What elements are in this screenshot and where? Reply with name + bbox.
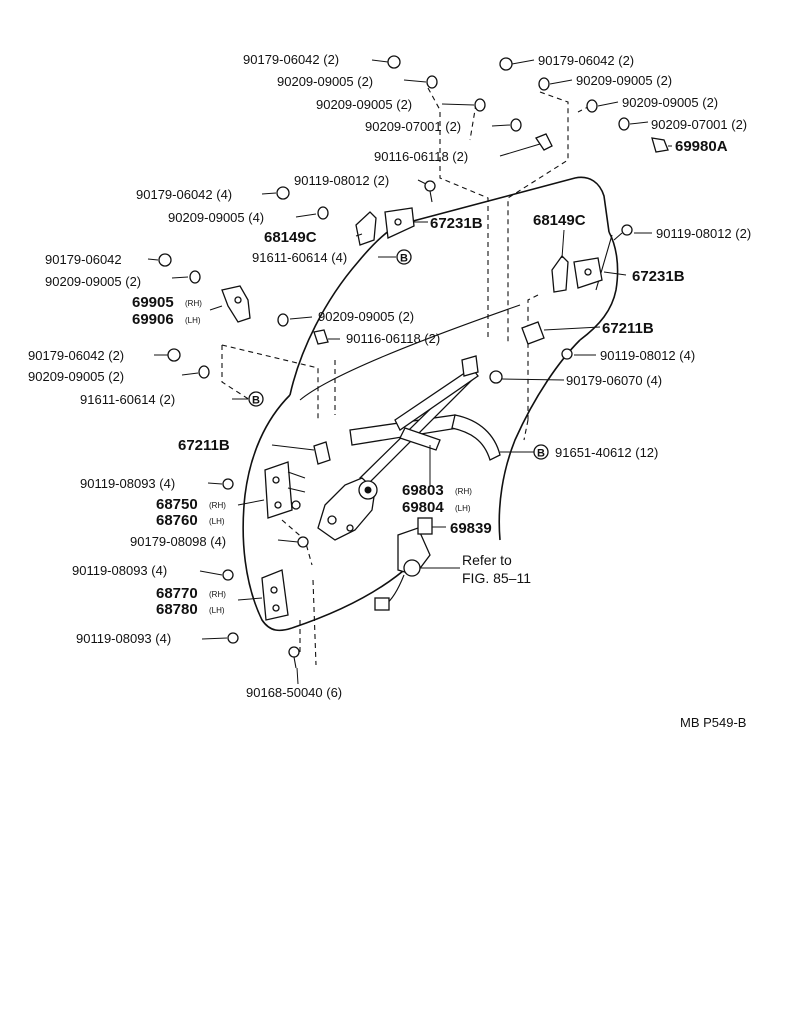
- part-label: 69803: [402, 482, 444, 499]
- part-label: 90179-06042 (4): [136, 187, 232, 202]
- part-label: 90179-06042 (2): [538, 53, 634, 68]
- part-label: 67231B: [430, 215, 483, 232]
- part-label: 90116-06118 (2): [346, 331, 440, 346]
- part-label: 67211B: [602, 320, 654, 337]
- callout-letter: B: [537, 448, 545, 460]
- part-label: 67211B: [178, 437, 230, 454]
- upper-hinge: [264, 461, 306, 519]
- part-label: 90179-08098 (4): [130, 534, 226, 549]
- part-label: 90209-09005 (2): [28, 369, 124, 384]
- part-label: 90119-08093 (4): [76, 631, 171, 646]
- part-label: 69980A: [675, 138, 728, 155]
- reference-note: FIG. 85–11: [462, 570, 531, 586]
- stopper-left: [313, 441, 331, 465]
- leader-lines: [147, 59, 672, 685]
- part-label: 90119-08093 (4): [72, 563, 167, 578]
- part-label: 90209-07001 (2): [651, 117, 747, 132]
- stopper-right: [521, 321, 545, 345]
- part-label: 90209-09005 (2): [277, 74, 373, 89]
- part-label: 90168-50040 (6): [246, 685, 342, 700]
- part-label: 68750: [156, 496, 198, 513]
- part-label: 90179-06042: [45, 252, 122, 267]
- variant-suffix: (LH): [209, 606, 225, 615]
- variant-suffix: (LH): [185, 316, 201, 325]
- part-label: 69905: [132, 294, 174, 311]
- part-label: 68149C: [533, 212, 586, 229]
- callout-letter: B: [400, 253, 408, 265]
- part-label: 90179-06042 (2): [243, 52, 339, 67]
- diagram-code: MB P549-B: [680, 715, 746, 730]
- bracket-left: [355, 211, 377, 246]
- part-label: 90179-06042 (2): [28, 348, 124, 363]
- fasteners: [158, 55, 669, 669]
- variant-suffix: (RH): [455, 487, 472, 496]
- part-label: 90116-06118 (2): [374, 149, 468, 164]
- part-label: 68770: [156, 585, 198, 602]
- lower-hinge: [261, 569, 289, 621]
- part-label: 69906: [132, 311, 174, 328]
- callout-b-1: B: [396, 249, 412, 265]
- variant-suffix: (RH): [185, 299, 202, 308]
- part-labels: 90179-06042 (2) 90179-06042 (2) 90209-09…: [28, 52, 751, 730]
- striker-left: [384, 207, 415, 239]
- part-label: 90119-08012 (2): [656, 226, 751, 241]
- part-label: 90209-07001 (2): [365, 119, 461, 134]
- variant-suffix: (RH): [209, 501, 226, 510]
- part-label: 68149C: [264, 229, 317, 246]
- part-label: 90209-09005 (2): [622, 95, 718, 110]
- striker-right: [573, 257, 603, 289]
- part-label: 91611-60614 (2): [80, 392, 175, 407]
- variant-suffix: (RH): [209, 590, 226, 599]
- part-label: 90119-08012 (4): [600, 348, 695, 363]
- part-label: 90209-09005 (2): [576, 73, 672, 88]
- part-label: 90179-06070 (4): [566, 373, 662, 388]
- door-panel-outline: [242, 176, 619, 632]
- window-motor: [374, 517, 433, 611]
- part-label: 67231B: [632, 268, 685, 285]
- part-label: 68780: [156, 601, 198, 618]
- part-label: 91651-40612 (12): [555, 445, 658, 460]
- part-label: 69839: [450, 520, 492, 537]
- callout-b-3: B: [533, 444, 549, 460]
- part-label: 90209-09005 (2): [316, 97, 412, 112]
- part-label: 68760: [156, 512, 198, 529]
- callout-b-2: B: [248, 391, 264, 407]
- window-regulator: [317, 355, 501, 541]
- variant-suffix: (LH): [455, 504, 471, 513]
- part-label: 91611-60614 (4): [252, 250, 347, 265]
- reference-note: Refer to: [462, 552, 512, 568]
- bracket-right: [551, 254, 569, 293]
- part-label: 90209-09005 (2): [318, 309, 414, 324]
- dashed-assembly-lines: [221, 87, 591, 666]
- callout-letter: B: [252, 395, 260, 407]
- variant-suffix: (LH): [209, 517, 225, 526]
- part-label: 90119-08093 (4): [80, 476, 175, 491]
- part-label: 90119-08012 (2): [294, 173, 389, 188]
- part-label: 90209-09005 (4): [168, 210, 264, 225]
- door-check-parts: [221, 285, 251, 323]
- part-label: 90209-09005 (2): [45, 274, 141, 289]
- part-label: 69804: [402, 499, 444, 516]
